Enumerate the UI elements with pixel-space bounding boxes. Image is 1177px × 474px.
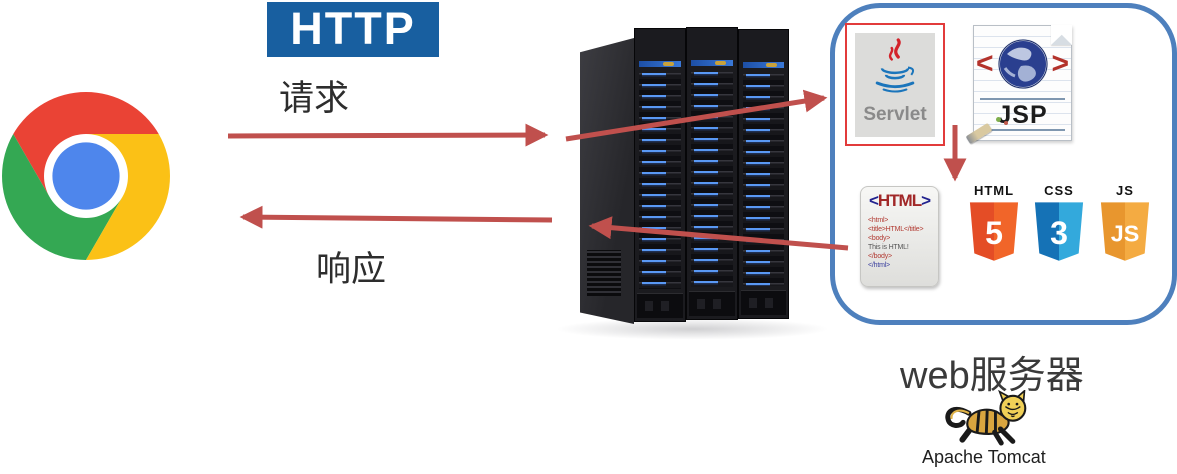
decorative-dot (996, 117, 1001, 122)
rack-vent-grille (587, 250, 621, 296)
right-angle-bracket: > (1051, 47, 1070, 80)
tomcat-cat-icon (945, 390, 1027, 446)
svg-text:JS: JS (1111, 221, 1140, 247)
http-badge: HTTP (267, 2, 439, 57)
java-logo-icon (875, 37, 915, 93)
html-page-icon: <HTML> <html> <title>HTML</title> <body>… (860, 186, 939, 287)
html5-shield-icon: HTML 5 (966, 183, 1022, 266)
web-server-title: web服务器 (900, 355, 1084, 397)
divider (980, 129, 1065, 131)
rack-shadow (555, 318, 830, 340)
right-angle-bracket: > (921, 191, 931, 210)
response-arrow-segment-2 (239, 205, 553, 229)
svg-text:5: 5 (985, 215, 1003, 251)
html5-label: HTML (973, 183, 1015, 198)
css3-label: CSS (1044, 183, 1074, 198)
response-label: 响应 (316, 250, 387, 289)
code-line: <html> (868, 217, 889, 224)
rack-tower (634, 28, 686, 322)
servlet-label: Servlet (863, 103, 927, 125)
request-arrow-segment-1 (227, 123, 549, 147)
web-server-box (830, 3, 1177, 325)
left-angle-bracket: < (975, 47, 994, 80)
html-title-text: HTML (877, 191, 922, 210)
jsp-icon: < > JSP (965, 25, 1072, 145)
code-line: </html> (868, 262, 890, 269)
server-rack (555, 26, 830, 340)
code-line: This is HTML! (868, 244, 909, 251)
svg-text:3: 3 (1050, 215, 1068, 251)
js-label: JS (1116, 183, 1134, 198)
decorative-dot (1004, 121, 1008, 125)
divider (980, 98, 1065, 100)
html-code-snippet: <html> <title>HTML</title> <body> This i… (861, 216, 938, 270)
globe-icon (997, 39, 1048, 89)
left-angle-bracket: < (868, 191, 879, 210)
chrome-browser-icon (2, 92, 170, 260)
code-line: <body> (868, 235, 891, 242)
page-fold-corner (1051, 25, 1072, 45)
css3-shield-icon: CSS 3 (1031, 183, 1087, 266)
servlet-icon: Servlet (845, 23, 945, 146)
rack-tower (686, 27, 738, 320)
code-line: </body> (868, 253, 892, 260)
code-line: <title>HTML</title> (868, 226, 924, 233)
rack-side-panel (580, 38, 634, 324)
request-label: 请求 (279, 79, 350, 118)
html-card-title: <HTML> (861, 191, 938, 210)
js-shield-icon: JS JS (1097, 183, 1153, 266)
apache-tomcat-label: Apache Tomcat (922, 447, 1046, 467)
rack-tower (738, 29, 789, 319)
